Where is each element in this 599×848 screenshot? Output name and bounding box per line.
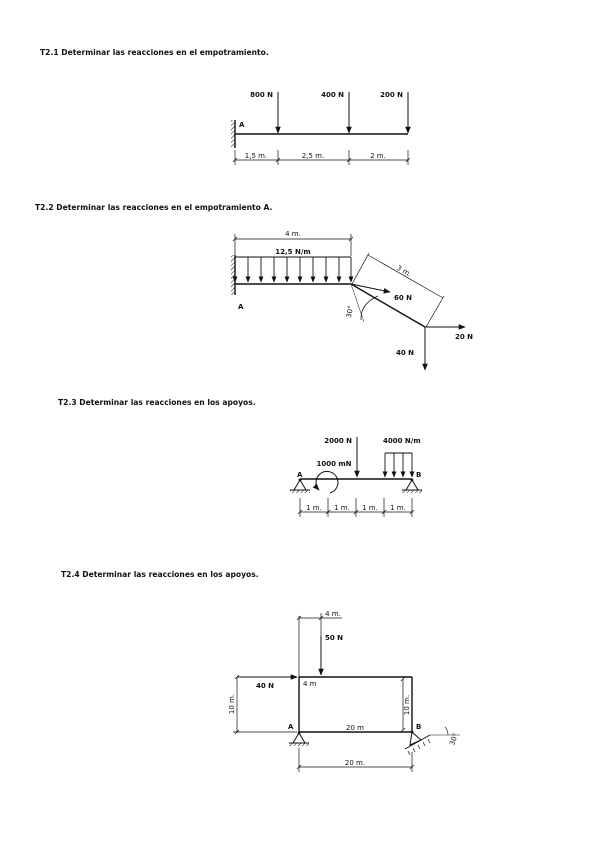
dimension-label: 20 m bbox=[346, 724, 364, 732]
dimension-line bbox=[296, 613, 342, 677]
support-label: B bbox=[416, 723, 421, 731]
support-label: A bbox=[239, 121, 245, 129]
problem-1-diagram: A 800 N 400 N 200 N 1,5 m. 2,5 m. 2 m. bbox=[231, 91, 411, 165]
inclined-beam bbox=[350, 283, 426, 328]
problem-3-diagram: A B 2000 N 4000 N/m 1000 m bbox=[290, 437, 422, 517]
load-label: 4000 N/m bbox=[383, 437, 421, 445]
dimension-label: 2 m. bbox=[370, 152, 386, 160]
dimension-line bbox=[297, 498, 415, 517]
problem-4-diagram: A B 30° 4 m. bbox=[228, 610, 460, 772]
dimension-label: 4 m. bbox=[285, 230, 301, 238]
force-label: 800 N bbox=[250, 91, 273, 99]
support-label: A bbox=[297, 471, 303, 479]
dimension-label: 1 m. bbox=[390, 504, 406, 512]
force-label: 200 N bbox=[380, 91, 403, 99]
dimension-label: 20 m. bbox=[345, 759, 365, 767]
pin-support-b bbox=[402, 478, 422, 493]
dimension-line bbox=[233, 674, 297, 735]
force-label: 20 N bbox=[455, 333, 473, 341]
problem-2-title: T2.2 Determinar las reacciones en el emp… bbox=[35, 203, 273, 212]
support-label: A bbox=[238, 303, 244, 311]
problem-4-title: T2.4 Determinar las reacciones en los ap… bbox=[61, 570, 259, 579]
dimension-label: 2,5 m. bbox=[302, 152, 324, 160]
dimension-label: 4 m. bbox=[325, 610, 341, 618]
pin-support-a bbox=[290, 478, 310, 493]
force-arrow bbox=[350, 283, 391, 294]
dimension-line bbox=[232, 150, 411, 165]
load-label: 12,5 N/m bbox=[275, 248, 310, 256]
moment-arc bbox=[312, 470, 339, 494]
distributed-load-arrows bbox=[382, 453, 415, 478]
roller-support-b bbox=[404, 726, 460, 756]
angle-label: 30° bbox=[345, 305, 355, 319]
distributed-load-arrows bbox=[232, 257, 354, 283]
force-label: 40 N bbox=[396, 349, 414, 357]
support-label: B bbox=[416, 471, 421, 479]
dimension-label: 10 m. bbox=[403, 695, 411, 715]
dimension-line bbox=[400, 676, 406, 733]
dimension-label: 3 m. bbox=[395, 264, 413, 279]
angle-label: 30° bbox=[448, 732, 460, 746]
force-label: 50 N bbox=[325, 634, 343, 642]
problem-1-title: T2.1 Determinar las reacciones en el emp… bbox=[40, 48, 269, 57]
force-label: 60 N bbox=[394, 294, 412, 302]
dimension-label: 1,5 m. bbox=[245, 152, 267, 160]
force-label: 400 N bbox=[321, 91, 344, 99]
dimension-label: 4 m bbox=[303, 680, 317, 688]
dimension-line bbox=[296, 748, 415, 772]
fixed-wall bbox=[231, 255, 235, 295]
moment-label: 1000 mN bbox=[316, 460, 351, 468]
dimension-label: 1 m. bbox=[362, 504, 378, 512]
force-label: 2000 N bbox=[324, 437, 352, 445]
problem-2-diagram: A 12,5 N/m 4 m. bbox=[231, 230, 473, 371]
force-label: 40 N bbox=[256, 682, 274, 690]
dimension-label: 10 m. bbox=[228, 694, 236, 714]
fixed-wall bbox=[231, 120, 235, 148]
dimension-label: 1 m. bbox=[334, 504, 350, 512]
pin-support-a bbox=[289, 731, 309, 746]
dimension-line bbox=[232, 234, 354, 256]
support-label: A bbox=[288, 723, 294, 731]
inclined-dimension bbox=[351, 252, 445, 328]
angle-guide bbox=[350, 283, 365, 323]
angle-arc bbox=[360, 295, 379, 321]
problem-3-title: T2.3 Determinar las reacciones en los ap… bbox=[58, 398, 256, 407]
dimension-label: 1 m. bbox=[306, 504, 322, 512]
